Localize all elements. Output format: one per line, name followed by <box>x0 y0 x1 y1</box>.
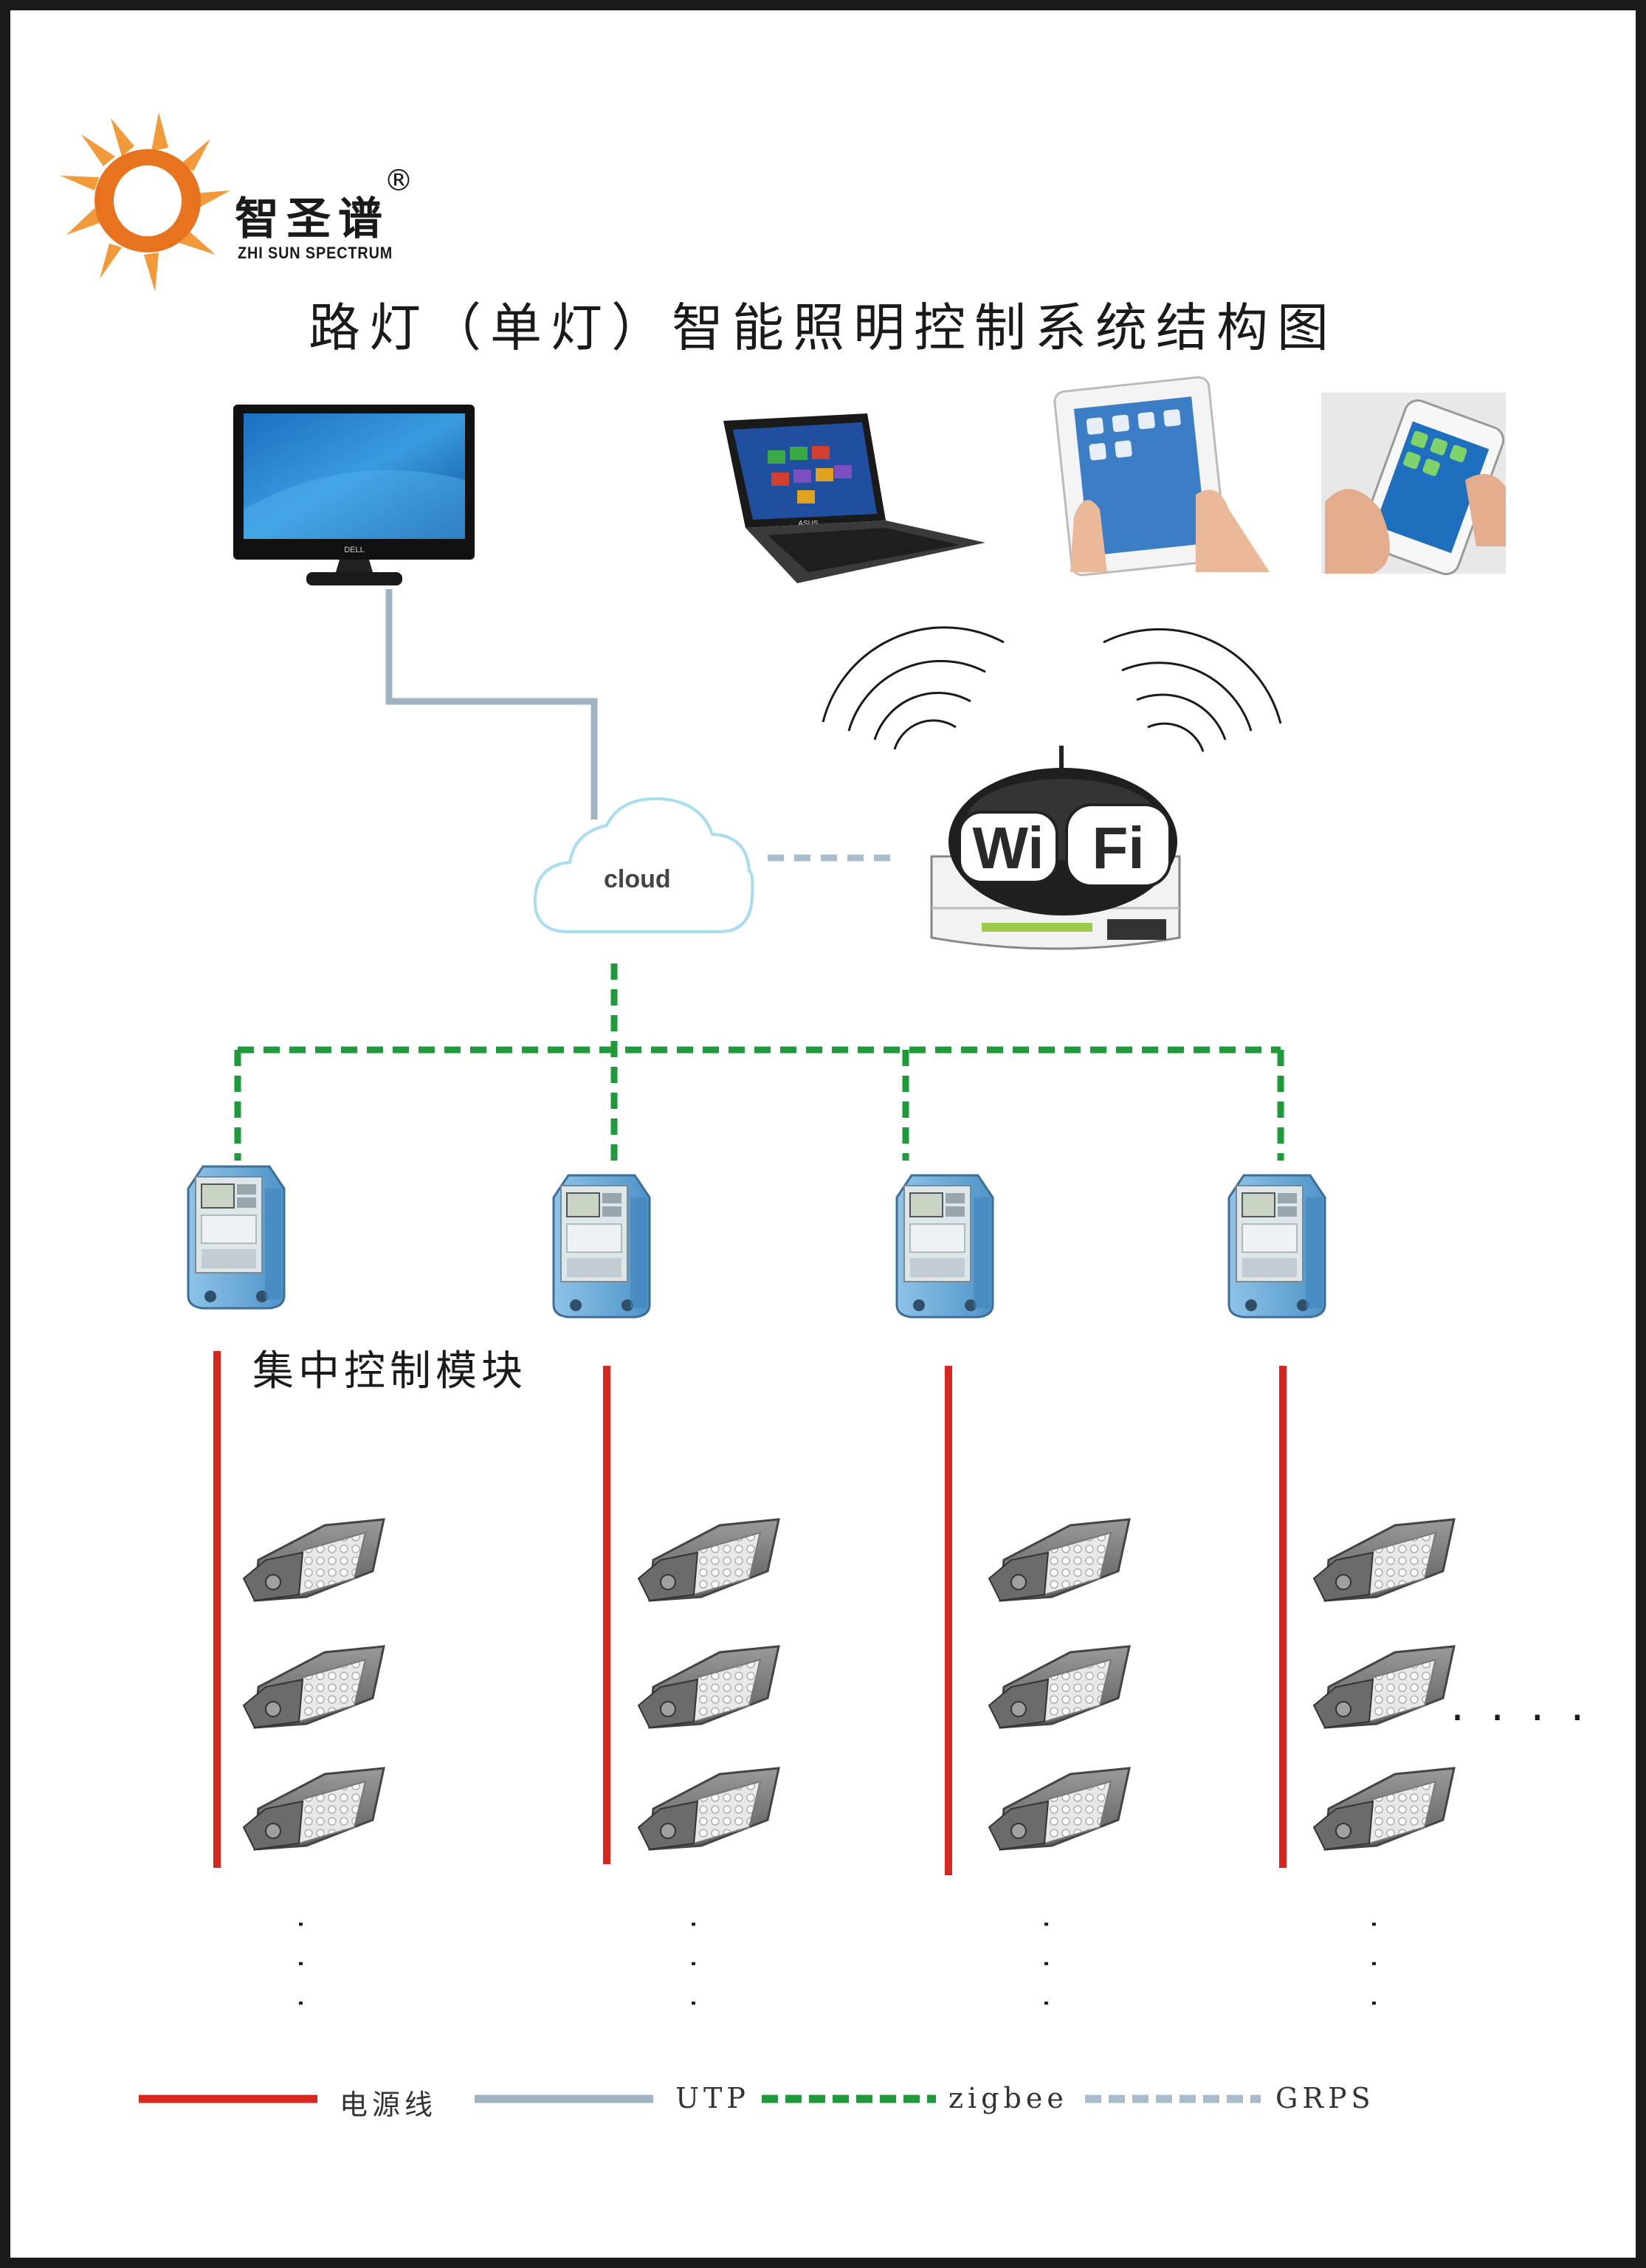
svg-text:. . .: . . . <box>292 1920 326 2018</box>
laptop-icon: ASUS <box>723 413 985 583</box>
cloud-icon <box>533 797 754 933</box>
svg-text:. . .: . . . <box>1037 1920 1071 2018</box>
zigbee-network <box>234 963 1284 1161</box>
svg-text:. . .: . . . <box>684 1920 718 2018</box>
wifi-router-icon: Wi Fi <box>930 746 1181 950</box>
legend-label-grps: GRPS <box>1275 2082 1375 2114</box>
vertical-continuation-dots: . . . . . . . . . . . . <box>292 1920 1399 2018</box>
brand-name-en: ZHI SUN SPECTRUM <box>238 244 393 262</box>
brand-name-cn: 智圣谱 <box>235 193 390 245</box>
monitor-brand: DELL <box>344 546 365 554</box>
page-title: 路灯（单灯）智能照明控制系统结构图 <box>309 298 1337 358</box>
street-lamps <box>242 1518 1456 1851</box>
tablet-icon <box>1053 376 1270 577</box>
brand-logo-icon <box>61 112 230 292</box>
control-module-4 <box>1227 1174 1326 1319</box>
registered-mark: ® <box>384 164 413 198</box>
cloud-label: cloud <box>604 865 671 893</box>
control-module-1 <box>187 1165 286 1310</box>
horizontal-continuation-dots: . . . . <box>1450 1680 1591 1731</box>
utp-connection <box>385 589 598 819</box>
wifi-text-right: Fi <box>1092 815 1144 881</box>
laptop-brand: ASUS <box>798 520 819 528</box>
wireless-waves-icon <box>822 626 1282 752</box>
control-module-3 <box>895 1174 994 1319</box>
power-lines <box>213 1351 1287 1875</box>
control-module-2 <box>552 1174 651 1319</box>
legend-label-zigbee: zigbee <box>948 2082 1068 2114</box>
wifi-text-left: Wi <box>972 815 1044 881</box>
monitor-icon: DELL <box>233 405 475 585</box>
phone-icon <box>1321 393 1506 576</box>
module-label: 集中控制模块 <box>252 1347 527 1395</box>
svg-text:. . .: . . . <box>1365 1920 1399 2018</box>
legend-label-utp: UTP <box>675 2082 750 2114</box>
legend-label-power: 电源线 <box>340 2089 438 2121</box>
